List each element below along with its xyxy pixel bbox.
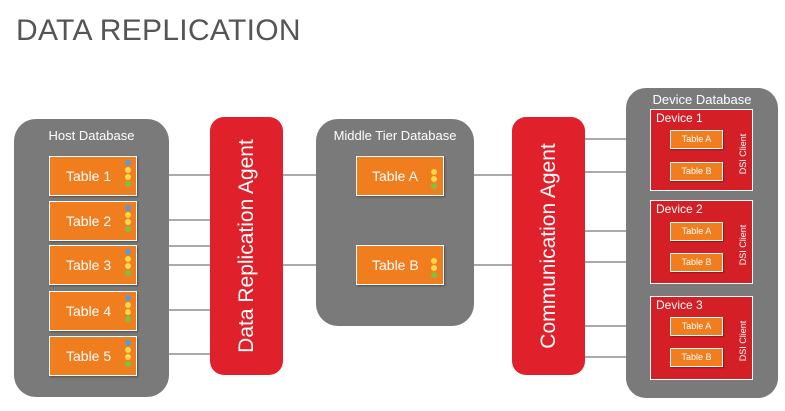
- device-3-table-b: Table B: [670, 348, 723, 367]
- status-lights-icon: [125, 249, 132, 277]
- device-3-client-label: DSI Client: [738, 320, 748, 362]
- page-title: DATA REPLICATION: [16, 14, 301, 47]
- device-3-panel: Device 3 Table A Table B DSI Client: [650, 296, 753, 380]
- status-lights-icon: [431, 162, 438, 190]
- device-database-label: Device Database: [652, 92, 752, 107]
- status-lights-icon: [125, 340, 132, 368]
- status-lights-icon: [125, 295, 132, 323]
- status-lights-icon: [431, 251, 438, 279]
- host-table-4-label: Table 4: [66, 303, 112, 319]
- middle-tier-database-panel: Middle Tier Database: [316, 119, 474, 326]
- host-table-3: Table 3: [49, 245, 137, 285]
- status-lights-icon: [125, 160, 132, 188]
- communication-agent: Communication Agent: [512, 117, 585, 375]
- device-1-label: Device 1: [656, 111, 703, 125]
- host-table-5-label: Table 5: [66, 348, 112, 364]
- middle-table-a-label: Table A: [372, 168, 418, 184]
- host-table-1-label: Table 1: [66, 168, 112, 184]
- device-3-table-a: Table A: [670, 317, 723, 336]
- middle-table-b: Table B: [356, 245, 444, 285]
- device-3-label: Device 3: [656, 298, 703, 312]
- host-table-1: Table 1: [49, 156, 137, 196]
- host-table-2-label: Table 2: [66, 213, 112, 229]
- device-1-table-b: Table B: [670, 162, 723, 181]
- host-table-2: Table 2: [49, 201, 137, 241]
- middle-tier-database-label: Middle Tier Database: [333, 128, 457, 143]
- device-1-panel: Device 1 Table A Table B DSI Client: [650, 109, 753, 191]
- device-1-table-a: Table A: [670, 130, 723, 149]
- device-1-client-label: DSI Client: [738, 133, 748, 175]
- host-table-5: Table 5: [49, 336, 137, 376]
- device-2-table-b: Table B: [670, 253, 723, 272]
- middle-table-a: Table A: [356, 156, 444, 196]
- data-replication-agent: Data Replication Agent: [210, 117, 283, 375]
- middle-table-b-label: Table B: [372, 257, 419, 273]
- host-database-label: Host Database: [48, 128, 135, 143]
- device-2-table-a: Table A: [670, 222, 723, 241]
- data-replication-agent-label: Data Replication Agent: [234, 139, 258, 353]
- device-2-panel: Device 2 Table A Table B DSI Client: [650, 200, 753, 284]
- device-2-client-label: DSI Client: [738, 224, 748, 266]
- status-lights-icon: [125, 205, 132, 233]
- communication-agent-label: Communication Agent: [536, 143, 560, 349]
- host-table-3-label: Table 3: [66, 257, 112, 273]
- host-table-4: Table 4: [49, 291, 137, 331]
- device-2-label: Device 2: [656, 202, 703, 216]
